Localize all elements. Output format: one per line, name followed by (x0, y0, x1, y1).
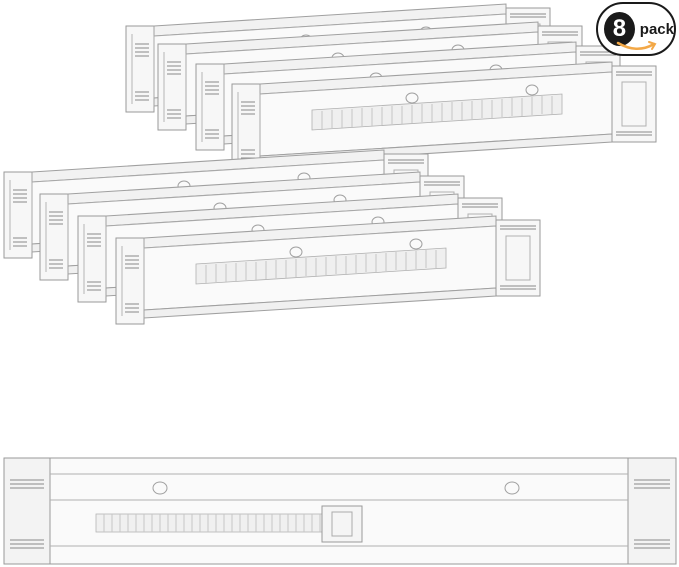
divider-stack-top (125, 3, 657, 171)
divider-stack-bottom (3, 149, 541, 325)
pack-label: pack (639, 20, 674, 38)
smile-arrow-icon (616, 41, 657, 50)
divider-front-view (3, 457, 677, 565)
pack-count: 8 (604, 12, 635, 46)
pack-count-badge: 8 pack (596, 2, 676, 56)
